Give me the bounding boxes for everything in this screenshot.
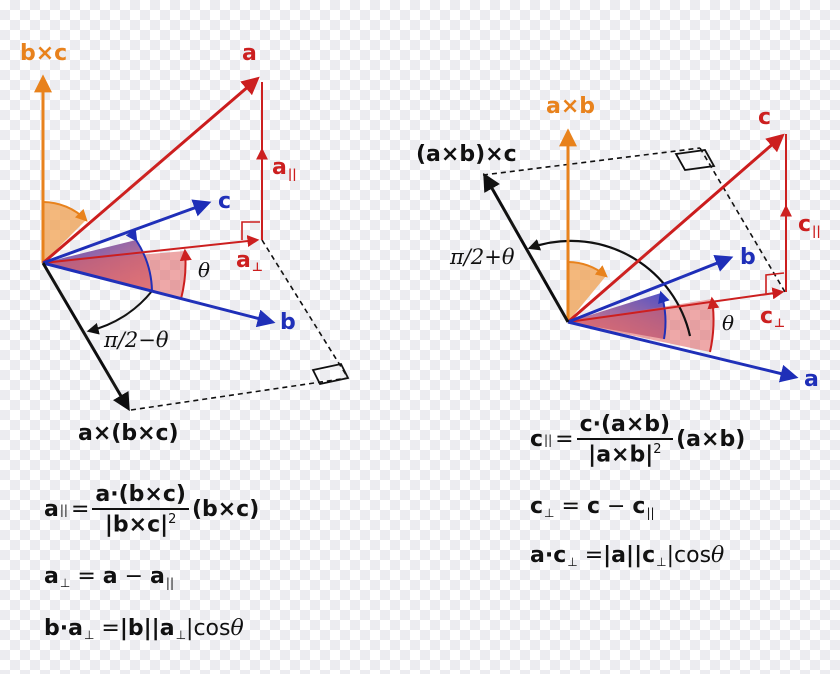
- label-b-left: b: [280, 310, 296, 335]
- label-axb: a×b: [546, 94, 596, 119]
- right-angle-theta-sector: [568, 299, 714, 352]
- left-dashed-bottom: [130, 377, 349, 411]
- left-right-angle-marker: [241, 221, 260, 240]
- label-b-right: b: [740, 245, 756, 270]
- right-arc-orange: [567, 261, 608, 278]
- left-vector-c: [42, 199, 212, 265]
- equation-c-perp: c⊥ = c − c||: [530, 494, 655, 520]
- fraction: c·(a×b) |a×b|2: [576, 414, 674, 466]
- label-axbxc-left: a×(b×c): [78, 421, 179, 446]
- label-c-left: c: [218, 189, 232, 214]
- equation-a-dot-c-perp: a·c⊥ =|a||c⊥|cosθ: [530, 543, 725, 569]
- right-vector-axbxc: [483, 172, 570, 323]
- left-vector-a: [42, 76, 260, 265]
- equation-b-dot-a-perp: b·a⊥ =|b||a⊥|cosθ: [44, 616, 244, 642]
- label-c-right: c: [758, 105, 772, 130]
- label-c-parallel: c||: [798, 212, 821, 238]
- right-vector-a: [567, 320, 799, 383]
- label-bxc: b×c: [20, 41, 68, 66]
- equation-c-parallel: c|| = c·(a×b) |a×b|2 (a×b): [530, 412, 746, 468]
- right-vector-b: [567, 254, 734, 324]
- label-a-perp: a⊥: [236, 248, 263, 274]
- left-dashed-side: [261, 239, 349, 379]
- label-theta-right: θ: [722, 311, 735, 335]
- left-vector-axbxc: [41, 262, 130, 412]
- left-arc-orange: [42, 201, 88, 222]
- left-angle-theta-sector: [43, 251, 186, 299]
- left-right-angle-box-bottom: [311, 362, 350, 386]
- right-arc-blue: [658, 290, 670, 340]
- label-a-right: a: [804, 367, 819, 392]
- label-a-parallel: a||: [272, 155, 297, 181]
- right-dashed-side: [699, 147, 786, 293]
- left-diagram: [34, 74, 350, 412]
- label-theta-left: θ: [198, 258, 211, 282]
- left-vector-a-perp: [42, 235, 260, 264]
- right-dashed-top: [482, 147, 701, 176]
- left-vector-b: [42, 261, 276, 328]
- equation-a-perp: a⊥ = a − a||: [44, 564, 174, 590]
- right-right-angle-marker: [765, 272, 785, 294]
- label-pi2-minus-theta: π/2−θ: [104, 328, 169, 352]
- right-right-angle-box-top: [674, 149, 716, 171]
- right-diagram: [482, 128, 799, 383]
- label-a-left: a: [242, 41, 257, 66]
- label-c-perp: c⊥: [760, 304, 786, 330]
- label-axbxc-right: (a×b)×c: [416, 142, 517, 167]
- right-vector-c: [567, 133, 785, 324]
- equation-a-parallel: a|| = a·(b×c) |b×c|2 (b×c): [44, 482, 260, 538]
- left-arc-pi2-minus: [86, 290, 153, 335]
- right-vector-c-perp: [567, 287, 785, 323]
- label-pi2-plus-theta: π/2+θ: [450, 245, 515, 269]
- right-arc-pi2-plus: [527, 239, 692, 337]
- left-arc-blue: [125, 228, 153, 292]
- fraction: a·(b×c) |b×c|2: [92, 484, 189, 536]
